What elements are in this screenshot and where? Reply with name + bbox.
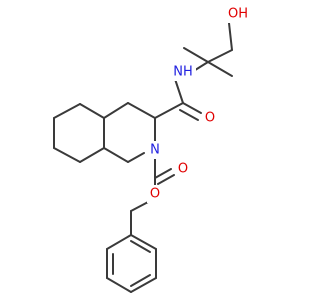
bond [130,277,157,293]
bond [53,147,81,163]
bond [207,61,233,77]
atom-o-amide: O [202,109,218,127]
bond [157,174,175,185]
atom-oh: OH [220,5,250,23]
atom-label-oh: OH [228,7,248,22]
bond-lines [53,22,233,293]
atom-label-o-ester: O [150,187,160,202]
bond [127,152,145,163]
atom-o-ester: O [147,185,163,203]
bond [130,200,151,212]
bond [228,22,233,51]
atom-label-nh: NH [173,65,193,80]
bond [207,49,233,63]
bond [103,147,129,163]
atom-nh: NH [168,63,196,81]
bond [103,102,129,119]
bond [130,240,151,253]
atom-o-carbonyl: O [175,160,191,178]
atom-label-o-amide: O [205,111,215,126]
bond [174,78,184,104]
atom-label-o-carbonyl: O [178,162,188,177]
bond [130,234,157,250]
bond [127,102,156,119]
bond [183,47,209,63]
bond [130,274,151,287]
bond [106,277,132,293]
atom-labels: OH NH O N O O [146,5,250,203]
bond [79,103,105,119]
atom-n-ring: N [146,141,164,159]
atom-label-n-ring: N [150,143,160,158]
molecule-structure: OH NH O N O O [53,5,250,293]
bond [154,102,184,119]
bond [106,234,132,250]
bond [179,109,199,121]
bond [154,168,172,179]
bond [79,147,105,163]
bond [53,103,81,119]
bond [182,102,202,114]
